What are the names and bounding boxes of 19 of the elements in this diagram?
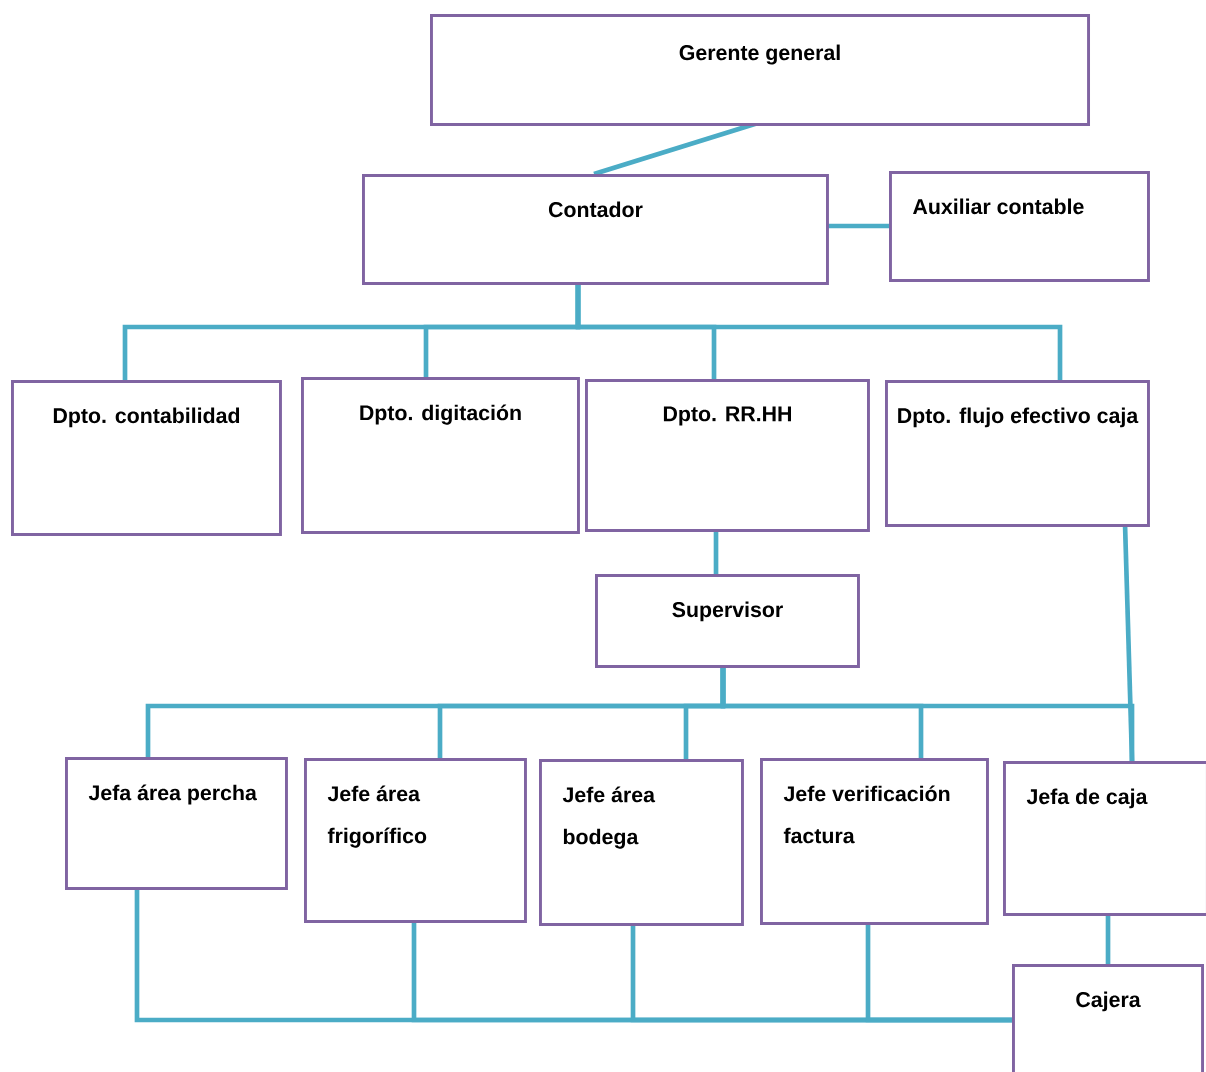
org-box: Gerente general <box>430 14 1090 126</box>
org-box: Dpto. digitación <box>301 377 580 534</box>
org-box: Auxiliar contable <box>889 171 1150 282</box>
org-box: Jefe verificación factura <box>760 758 989 925</box>
org-box: Contador <box>362 174 829 285</box>
org-box: Cajera <box>1012 964 1204 1072</box>
connector-line <box>575 282 1063 380</box>
org-box: Supervisor <box>595 574 860 668</box>
org-box: Dpto. contabilidad <box>11 380 282 536</box>
connector-line <box>826 223 889 229</box>
org-box: Dpto. flujo efectivo caja <box>885 380 1150 527</box>
org-box: Jefe área bodega <box>539 759 744 926</box>
org-box: Jefe área frigorífico <box>304 758 527 923</box>
org-box: Dpto. RR.HH <box>585 379 870 532</box>
org-box: Jefa de caja <box>1003 761 1206 916</box>
connector-line <box>713 529 719 574</box>
connector-line <box>1105 913 1111 964</box>
org-box: Jefa área percha <box>65 757 288 890</box>
connector-line <box>865 922 1012 1023</box>
